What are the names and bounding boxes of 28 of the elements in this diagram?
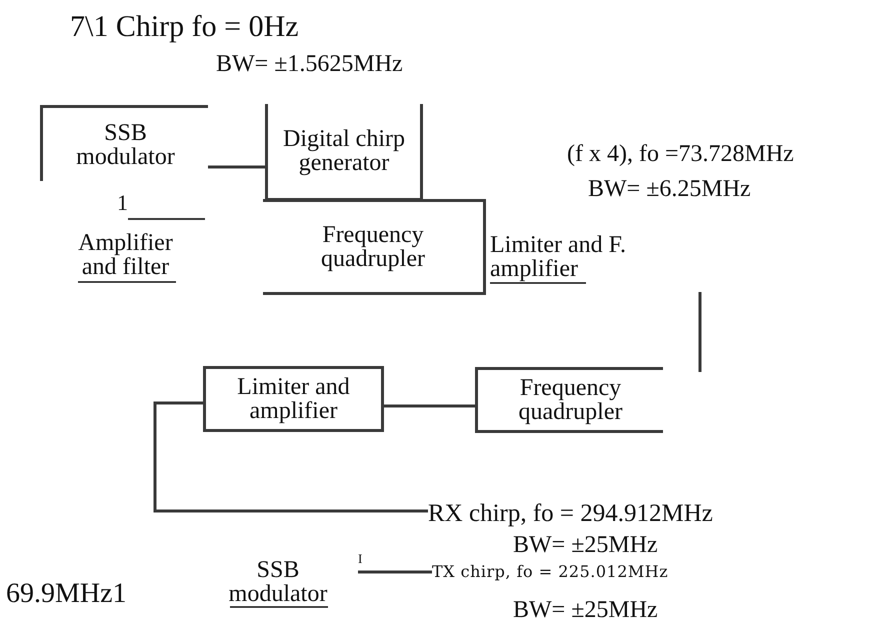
annotation-text: 7\1 Chirp fo = 0Hz: [70, 12, 299, 42]
block-label: Limiter and amplifier: [236, 375, 351, 423]
block-label: TX chirp, fo = 225.012MHz: [432, 564, 668, 580]
block-label: Amplifier and filter: [77, 231, 174, 279]
annotation-text: BW= ±1.5625MHz: [216, 52, 403, 76]
connector-line: [358, 570, 432, 574]
block-label: Limiter and F. amplifier: [490, 233, 628, 281]
connector-line: [384, 404, 475, 408]
annotation-text: I: [358, 552, 362, 565]
block-label: SSB modulator: [228, 558, 328, 606]
block-label: SSB modulator: [75, 120, 176, 168]
annotation-text: BW= ±25MHz: [513, 533, 658, 557]
annotation-text: BW= ±25MHz: [513, 598, 658, 622]
block-label: Frequency quadrupler: [518, 376, 624, 424]
annotation-text: BW= ±6.25MHz: [588, 177, 751, 201]
block-box: [475, 367, 663, 433]
block-label: Digital chirp generator: [282, 127, 406, 175]
annotation-text: 1: [117, 192, 128, 214]
block-box: [263, 199, 486, 295]
connector-line: [154, 402, 428, 512]
block-box: [265, 104, 423, 201]
block-label: Frequency quadrupler: [320, 223, 426, 271]
block-box: [40, 105, 208, 181]
block-box: [203, 366, 384, 432]
block-label: RX chirp, fo = 294.912MHz: [428, 500, 713, 526]
annotation-text: (f x 4), fo =73.728MHz: [567, 142, 794, 166]
annotation-text: 69.9MHz1: [6, 580, 127, 608]
connector-line: [208, 166, 265, 168]
